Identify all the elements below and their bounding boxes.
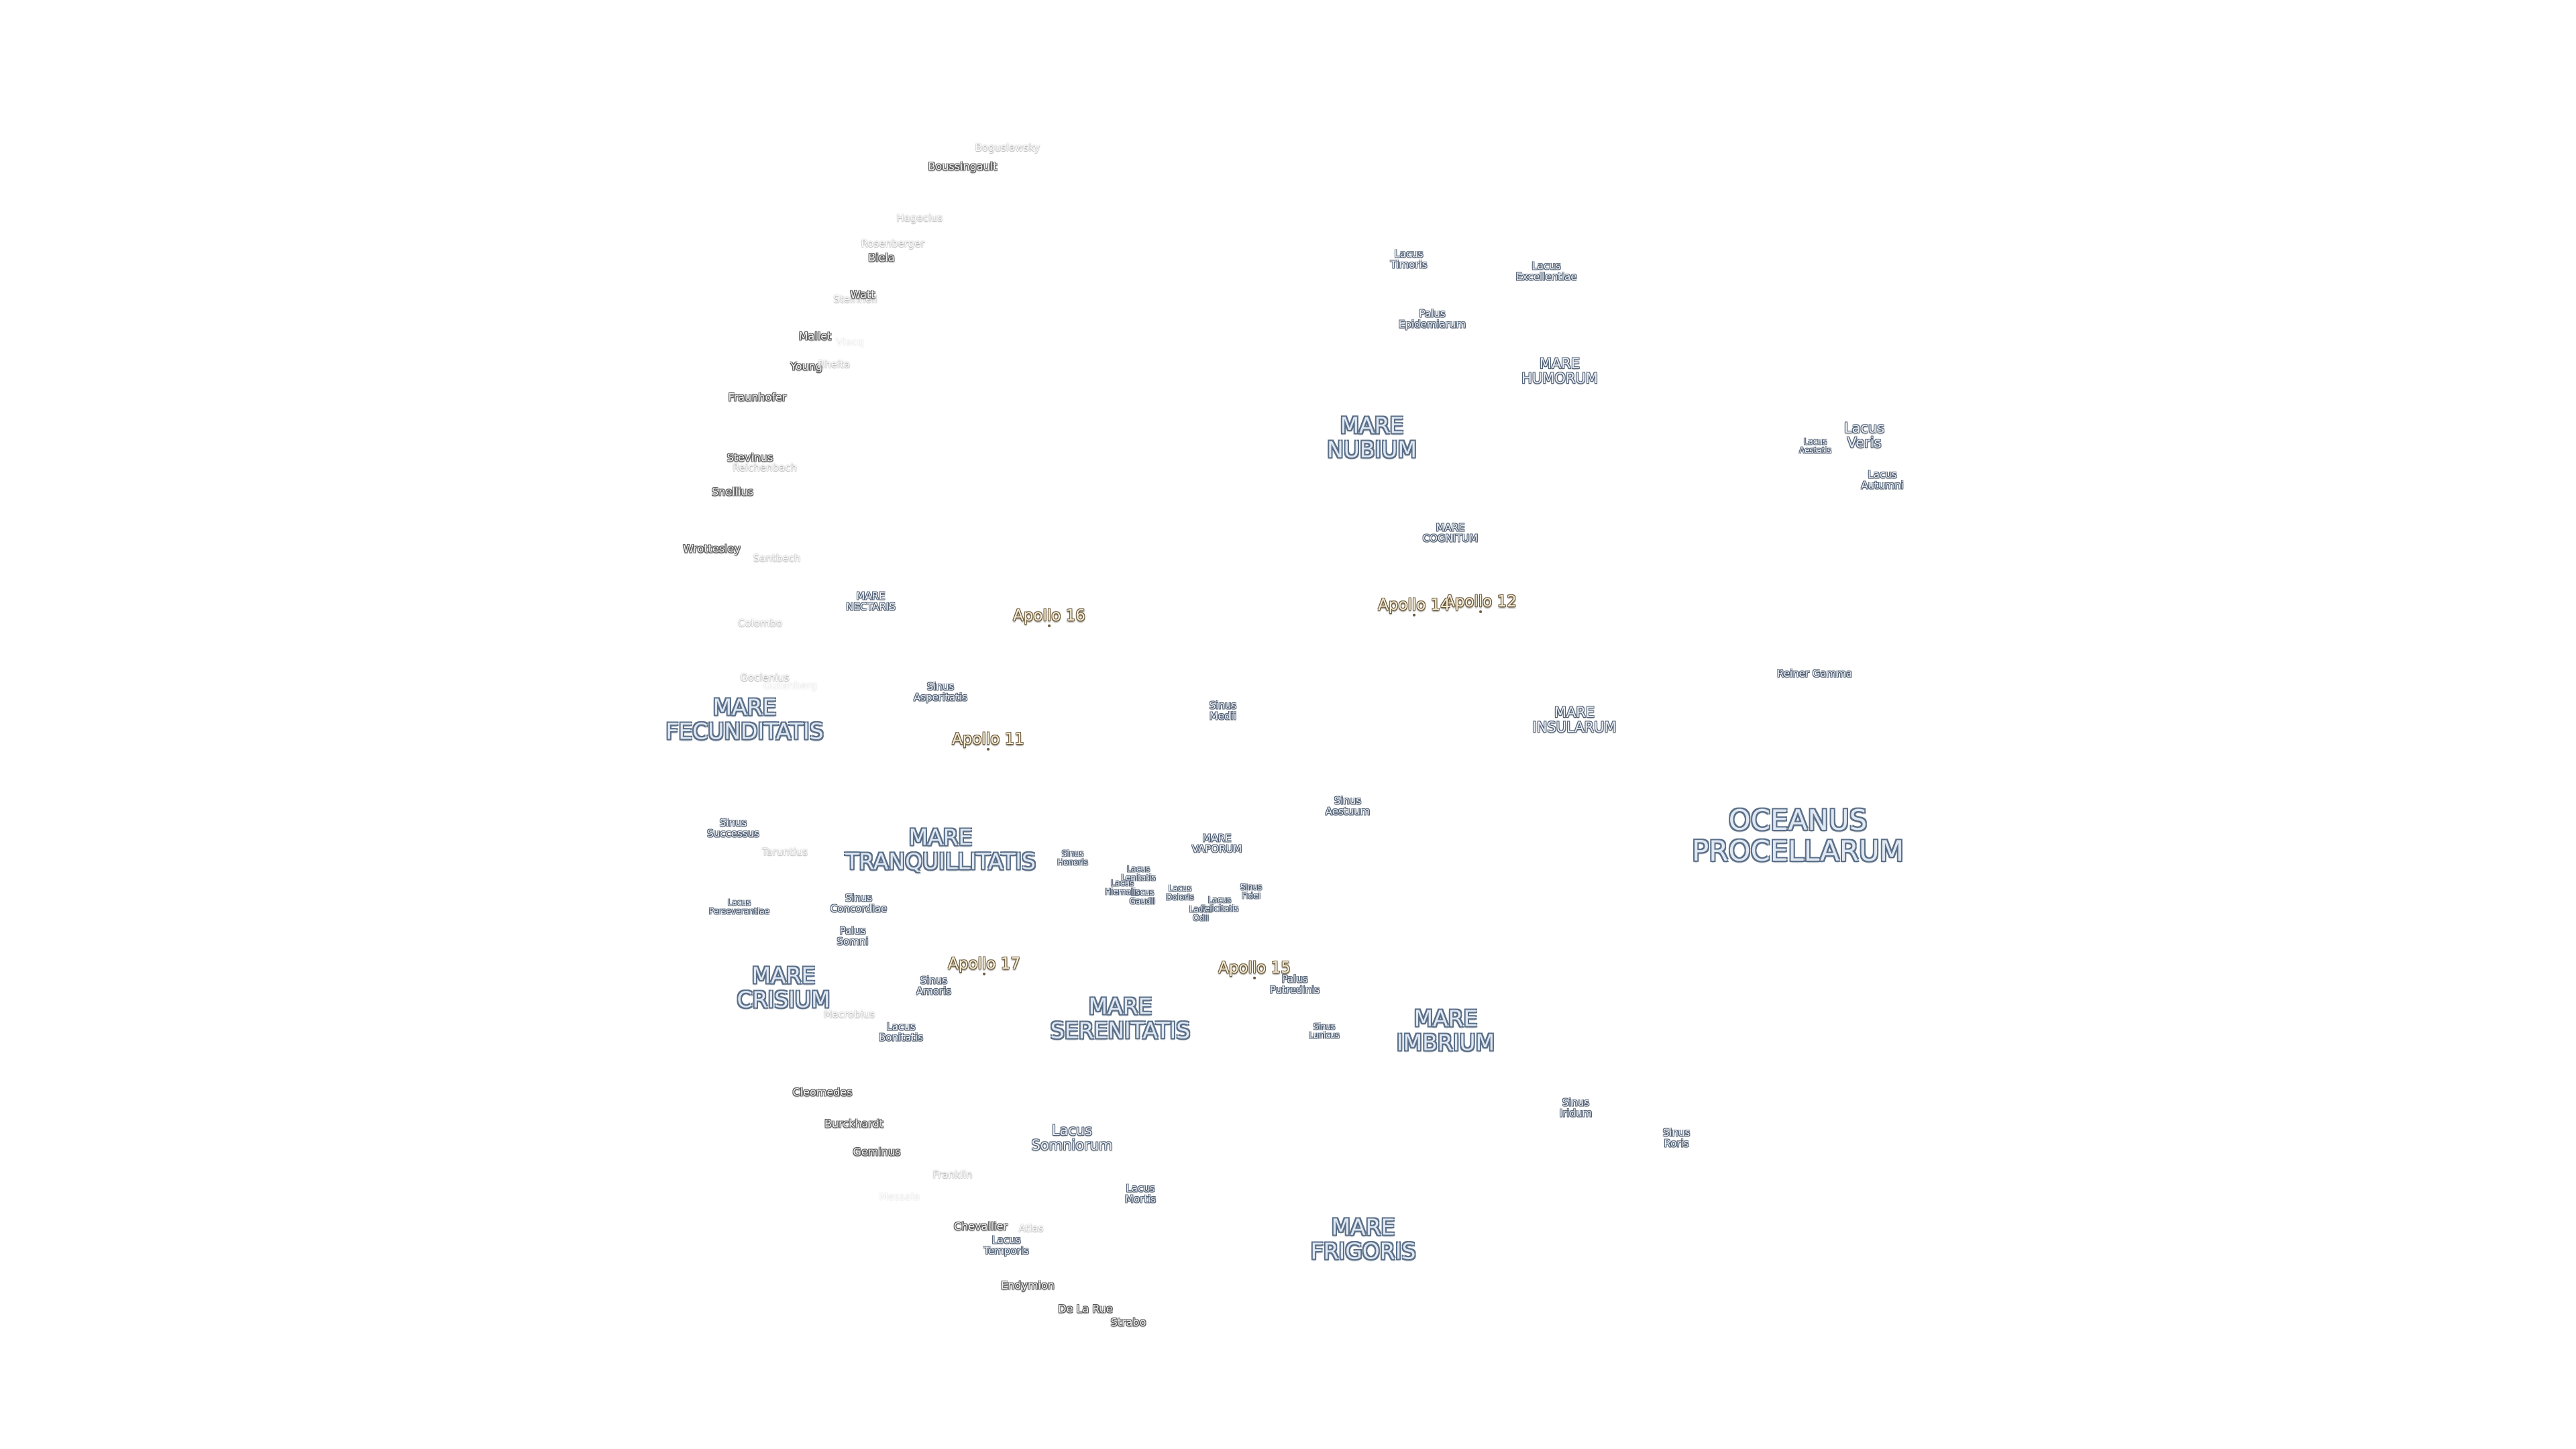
label-rheita: Rheita <box>817 358 851 371</box>
label-lacus-timoris: Lacus Timoris <box>1390 248 1428 270</box>
label-mare-crisium: MARE CRISIUM <box>737 962 830 1013</box>
label-mare-fecunditatis: MARE FECUNDITATIS <box>665 694 824 745</box>
label-lacus-mortis: Lacus Mortis <box>1124 1182 1157 1205</box>
label-boussingault: Boussingault <box>928 160 998 173</box>
label-geminus: Geminus <box>853 1145 901 1159</box>
label-mare-frigoris: MARE FRIGORIS <box>1310 1214 1416 1265</box>
label-mare-nectaris: MARE NECTARIS <box>846 590 896 612</box>
label-wrottesley: Wrottesley <box>683 542 741 555</box>
label-atlas: Atlas <box>1018 1222 1044 1235</box>
label-snellius: Snellius <box>712 485 753 498</box>
label-sinus-concordiae: Sinus Concordiae <box>830 892 888 914</box>
label-mare-cognitum: MARE COGNITUM <box>1422 521 1479 544</box>
label-sinus-iridum: Sinus Iridum <box>1559 1096 1593 1119</box>
label-sinus-aestuum: Sinus Aestuum <box>1325 794 1371 817</box>
label-reiner-gamma: Reiner Gamma <box>1776 667 1853 680</box>
label-franklin: Franklin <box>932 1169 973 1181</box>
label-endymion: Endymion <box>1001 1279 1055 1292</box>
marker-apollo-11: Apollo 11 <box>952 730 1024 751</box>
label-macrobius: Macrobius <box>823 1008 875 1021</box>
label-mallet: Mallet <box>798 329 832 343</box>
label-mare-serenitatis: MARE SERENITATIS <box>1050 993 1191 1044</box>
label-mare-vaporum: MARE VAPORUM <box>1191 832 1242 855</box>
label-gutenberg: Gutenberg <box>763 680 817 692</box>
label-sinus-roris: Sinus Roris <box>1662 1126 1690 1149</box>
label-oceanus-procellarum: OCEANUS PROCELLARUM <box>1691 803 1904 867</box>
label-palus-epidemiarum: Palus Epidemiarum <box>1398 307 1466 330</box>
label-lacus-excellentiae: Lacus Excellentiae <box>1515 260 1577 282</box>
marker-apollo-12: Apollo 12 <box>1444 592 1517 614</box>
marker-apollo-17: Apollo 17 <box>948 955 1020 976</box>
label-mare-humorum: MARE HUMORUM <box>1521 355 1598 386</box>
label-mare-tranquillitatis: MARE TRANQUILLITATIS <box>845 824 1036 875</box>
label-reichenbach: Reichenbach <box>732 462 798 474</box>
label-lacus-doloris: Lacus Doloris <box>1166 883 1194 902</box>
label-young: Young <box>790 360 822 373</box>
label-lacus-hiemalis: Lacus Hiemalis <box>1105 878 1140 896</box>
label-messala: Messala <box>879 1191 920 1203</box>
label-palus-somni: Palus Somni <box>837 924 869 947</box>
label-boguslawsky: Boguslawsky <box>975 142 1040 154</box>
label-lacus-somniorum: Lacus Somniorum <box>1031 1122 1113 1153</box>
label-hagecius: Hagecius <box>896 212 943 225</box>
label-vlacq: Vlacq <box>836 336 864 349</box>
label-santbech: Santbech <box>753 552 801 565</box>
label-sinus-amoris: Sinus Amoris <box>916 974 952 997</box>
label-lacus-aestatis: Lacus Aestatis <box>1799 437 1831 455</box>
label-goclenius: Goclenius <box>740 672 790 684</box>
label-stevinus: Stevinus <box>727 451 773 464</box>
label-taruntius: Taruntius <box>761 846 808 859</box>
label-sinus-lunicus: Sinus Lunicus <box>1309 1022 1340 1040</box>
label-colombo: Colombo <box>737 617 783 630</box>
label-chevallier: Chevallier <box>953 1220 1008 1233</box>
label-sinus-successus: Sinus Successus <box>707 816 759 839</box>
label-strabo: Strabo <box>1110 1316 1146 1329</box>
label-lacus-bonitatis: Lacus Bonitatis <box>878 1020 924 1043</box>
label-lacus-odii: Lacus Odii <box>1189 904 1213 922</box>
label-lacus-lenitatis: Lacus Lenitatis <box>1121 864 1156 882</box>
marker-apollo-15: Apollo 15 <box>1218 959 1291 980</box>
label-sinus-asperitatis: Sinus Asperitatis <box>913 680 968 703</box>
label-lacus-felicitatis: Lacus Felicitatis <box>1200 895 1239 913</box>
label-mare-insularum: MARE INSULARUM <box>1532 704 1617 735</box>
label-cleomedes: Cleomedes <box>792 1085 853 1099</box>
label-mare-imbrium: MARE IMBRIUM <box>1396 1005 1495 1056</box>
label-rosenberger: Rosenberger <box>861 237 925 250</box>
label-lacus-temporis: Lacus Temporis <box>983 1234 1029 1256</box>
label-palus-putredinis: Palus Putredinis <box>1269 973 1320 996</box>
label-de-la-rue: De La Rue <box>1058 1302 1113 1316</box>
label-lacus-gaudii: Lacus Gaudii <box>1129 888 1156 906</box>
label-steinheil: Steinheil <box>833 293 877 306</box>
label-lacus-perseverantiae: Lacus Perseverantiae <box>709 898 769 916</box>
marker-apollo-14: Apollo 14 <box>1378 596 1450 617</box>
label-biela: Biela <box>868 251 895 264</box>
label-watt: Watt <box>850 288 875 301</box>
marker-apollo-16: Apollo 16 <box>1013 606 1085 628</box>
label-burckhardt: Burckhardt <box>824 1117 884 1130</box>
label-lacus-veris: Lacus Veris <box>1843 419 1885 451</box>
label-fraunhofer: Fraunhofer <box>728 390 787 404</box>
label-lacus-autumni: Lacus Autumni <box>1861 468 1904 491</box>
label-sinus-fidei: Sinus Fidei <box>1240 882 1263 900</box>
label-sinus-medii: Sinus Medii <box>1209 699 1237 722</box>
label-sinus-honoris: Sinus Honoris <box>1057 849 1088 867</box>
label-mare-nubium: MARE NUBIUM <box>1327 412 1417 463</box>
